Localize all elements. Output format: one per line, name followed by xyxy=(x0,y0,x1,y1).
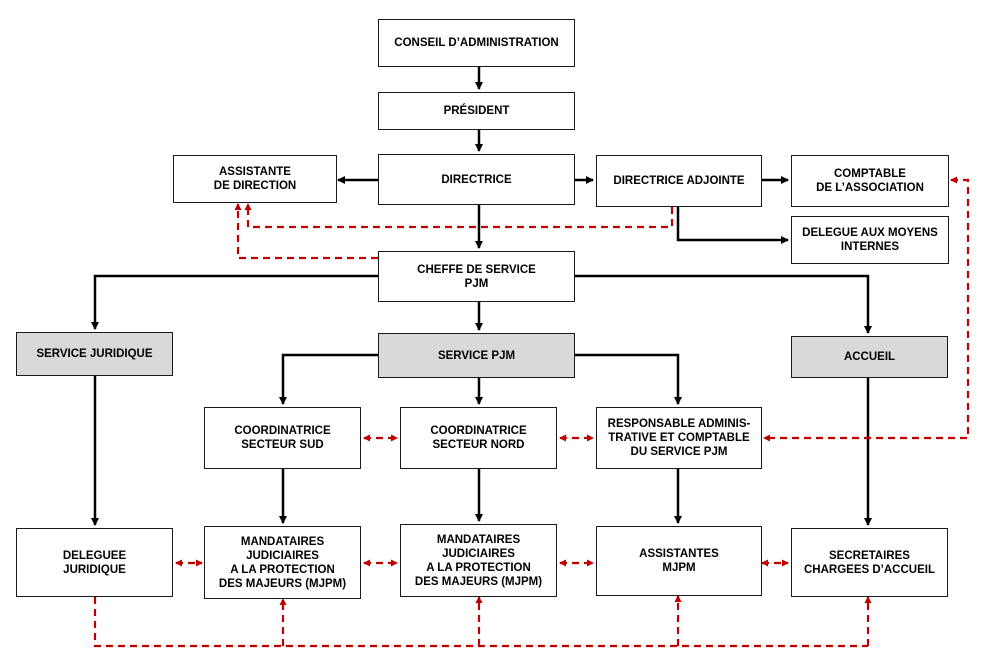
responsable-administrative-box: RESPONSABLE ADMINIS- TRATIVE ET COMPTABL… xyxy=(596,407,762,469)
directrice-box: DIRECTRICE xyxy=(378,154,575,205)
cheffe-service-box: CHEFFE DE SERVICE PJM xyxy=(378,251,575,302)
directrice-adjointe-box: DIRECTRICE ADJOINTE xyxy=(596,155,762,207)
link-cheffe-accueil xyxy=(575,274,872,334)
assistantes-mjpm-box: ASSISTANTES MJPM xyxy=(596,526,762,596)
deleguee-juridique-box: DELEGUEE JURIDIQUE xyxy=(16,528,173,597)
link-adjointe-delegue xyxy=(676,207,789,244)
accueil-box: ACCUEIL xyxy=(791,336,948,378)
president-box: PRÉSIDENT xyxy=(378,92,575,130)
coordinatrice-nord-box: COORDINATRICE SECTEUR NORD xyxy=(400,407,557,469)
dashed-bottom-bus xyxy=(93,597,868,648)
comptable-association-box: COMPTABLE DE L’ASSOCIATION xyxy=(791,155,949,207)
link-cheffe-service-juridique xyxy=(91,274,378,330)
link-pjm-coord-sud xyxy=(279,353,378,405)
dashed-comptable-resp xyxy=(763,176,970,442)
service-pjm-box: SERVICE PJM xyxy=(378,333,575,378)
mjpm-nord-box: MANDATAIRES JUDICIAIRES A LA PROTECTION … xyxy=(400,524,557,597)
secretaires-accueil-box: SECRETAIRES CHARGEES D’ACCUEIL xyxy=(791,528,948,597)
dashed-cheffe-assistante xyxy=(234,203,378,260)
conseil-administration-box: CONSEIL D’ADMINISTRATION xyxy=(378,19,575,67)
coordinatrice-sud-box: COORDINATRICE SECTEUR SUD xyxy=(204,407,361,469)
link-pjm-resp-admin xyxy=(575,353,682,405)
service-juridique-box: SERVICE JURIDIQUE xyxy=(16,332,173,376)
assistante-direction-box: ASSISTANTE DE DIRECTION xyxy=(173,155,337,203)
delegue-moyens-internes-box: DELEGUE AUX MOYENS INTERNES xyxy=(791,216,949,264)
mjpm-sud-box: MANDATAIRES JUDICIAIRES A LA PROTECTION … xyxy=(204,526,361,599)
dashed-adjointe-assistante xyxy=(244,203,674,229)
